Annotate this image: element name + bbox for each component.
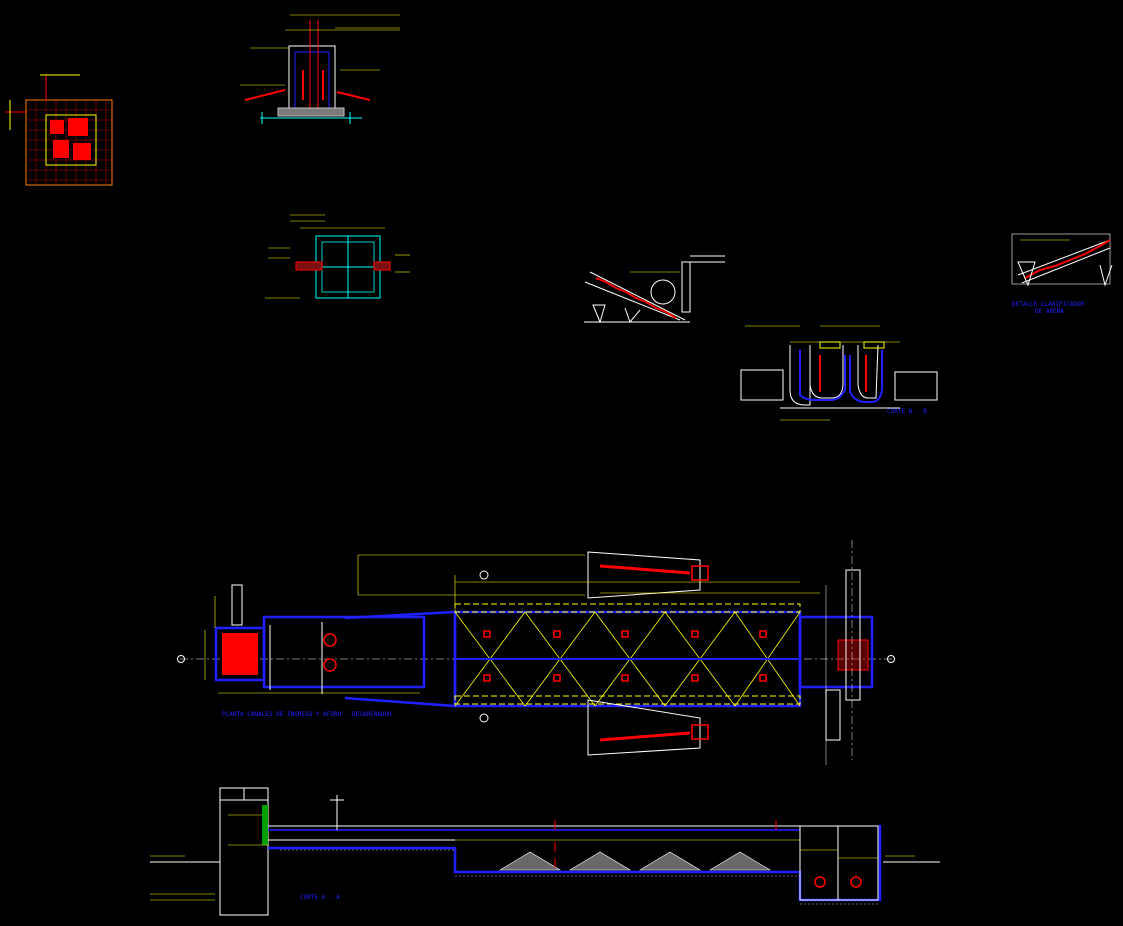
section-b-b-title: CORTE B - B: [887, 408, 927, 415]
detail-clarifier-title-line2: DE ARENA: [1035, 308, 1064, 315]
detail-clarifier-title-line1: DETALLE CLARIFICADOR: [1012, 301, 1085, 308]
wall-section-detail: [240, 14, 400, 124]
section-a-a: [150, 787, 940, 916]
section-b-b: [740, 325, 938, 421]
screw-conveyor-detail: [584, 255, 725, 324]
plan-view-title: PLANTA CANALES DE INGRESO Y AFORO - DESA…: [222, 711, 392, 718]
manhole-plan-detail: [5, 74, 113, 186]
gate-box-plan-detail: [265, 214, 410, 299]
plan-view: [177, 540, 895, 765]
sand-clarifier-detail: [1011, 233, 1113, 287]
section-a-a-title: CORTE A - A: [300, 894, 340, 901]
